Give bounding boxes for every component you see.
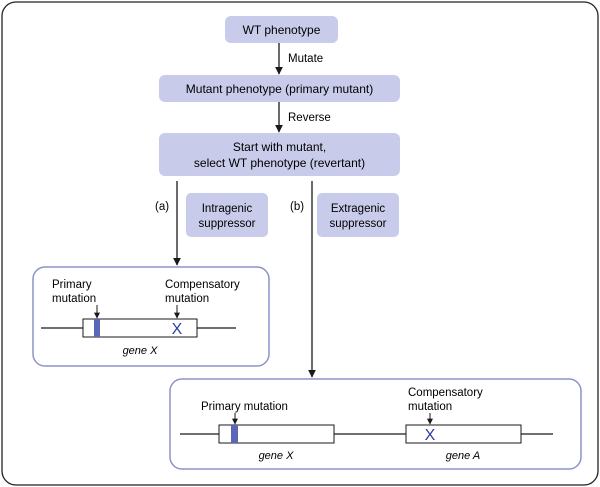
- extragenic-label-line1: Extragenic: [331, 203, 386, 215]
- panel-a-primary-line1: Primary: [52, 279, 92, 291]
- revertant-label-line2: select WT phenotype (revertant): [194, 156, 365, 170]
- mutant-phenotype-label: Mutant phenotype (primary mutant): [186, 82, 373, 96]
- wt-phenotype-label: WT phenotype: [243, 23, 321, 37]
- extragenic-label-line2: suppressor: [330, 218, 387, 230]
- extragenic-suppressor-box: Extragenic suppressor: [317, 193, 399, 237]
- panel-b-gene-a-box: [405, 424, 522, 444]
- panel-b-gene-a-label: gene A: [446, 450, 480, 462]
- panel-b-compensatory-line2: mutation: [408, 401, 452, 413]
- path-a-label: (a): [155, 201, 169, 213]
- panel-b-x-mark: X: [425, 427, 436, 444]
- panel-a-compensatory-line1: Compensatory: [165, 279, 240, 291]
- panel-a-compensatory-line2: mutation: [165, 293, 209, 305]
- panel-a-gene-label: gene X: [123, 345, 159, 357]
- panel-a-primary-mutation-mark: [94, 319, 100, 337]
- panel-b-gene-x-label: gene X: [259, 450, 295, 462]
- panel-a-gene-box: [82, 318, 198, 338]
- wt-phenotype-box: WT phenotype: [225, 16, 338, 43]
- intragenic-label-line1: Intragenic: [202, 203, 253, 215]
- mutate-label: Mutate: [288, 53, 323, 65]
- panel-b-compensatory-line1: Compensatory: [408, 387, 483, 399]
- panel-a-x-mark: X: [172, 321, 183, 338]
- path-b-label: (b): [290, 201, 304, 213]
- intragenic-panel: Primary mutation Compensatory mutation X…: [32, 266, 270, 367]
- intragenic-label-line2: suppressor: [199, 218, 256, 230]
- reverse-label: Reverse: [288, 112, 331, 124]
- panel-a-primary-line2: mutation: [52, 293, 96, 305]
- revertant-box: Start with mutant, select WT phenotype (…: [159, 133, 400, 176]
- panel-b-primary-label: Primary mutation: [201, 401, 288, 413]
- mutant-phenotype-box: Mutant phenotype (primary mutant): [159, 75, 400, 102]
- panel-b-gene-x-box: [218, 424, 335, 444]
- intragenic-suppressor-box: Intragenic suppressor: [186, 193, 268, 237]
- extragenic-panel: Primary mutation Compensatory mutation X…: [169, 378, 582, 470]
- panel-b-primary-mutation-mark: [231, 425, 238, 443]
- revertant-label-line1: Start with mutant,: [233, 140, 326, 154]
